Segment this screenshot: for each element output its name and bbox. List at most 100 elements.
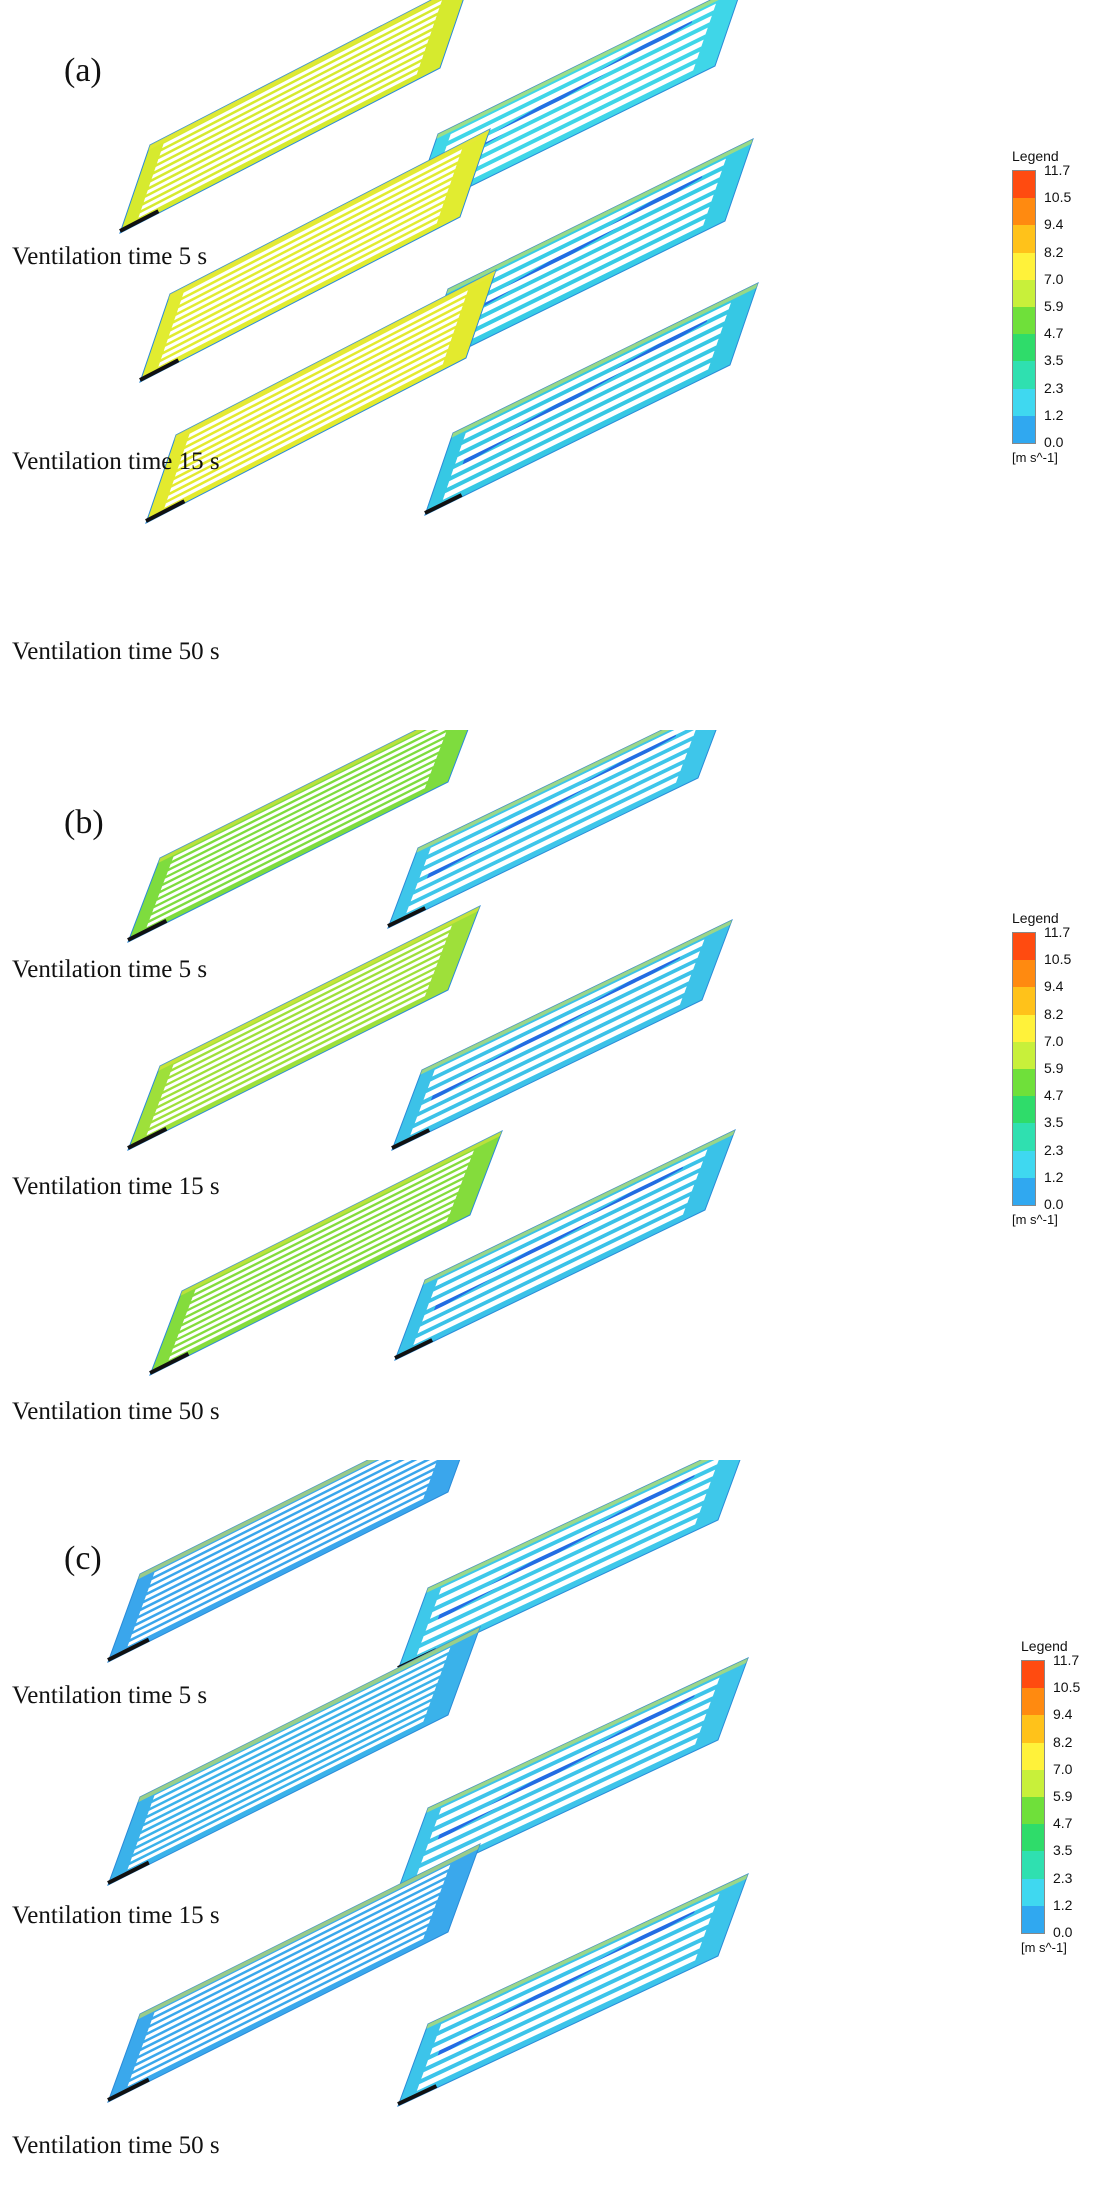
edge-high-velocity: [420, 920, 732, 1075]
channel-slot: [133, 1701, 431, 1854]
domain-left: [127, 904, 481, 1152]
channel-slot: [130, 1486, 428, 1639]
domain-left: [149, 1129, 503, 1377]
channel-slot: [459, 314, 727, 452]
edge-high-velocity: [426, 1874, 748, 2029]
legend-tick-label: 1.2: [1044, 1168, 1064, 1185]
edge-high-velocity: [174, 270, 496, 441]
legend-colorbar: [1012, 932, 1036, 1206]
channel-slot: [427, 63, 696, 201]
legend-color-band: [1013, 415, 1035, 443]
channel-slot: [150, 1655, 448, 1808]
legend-tick-label: 5.9: [1044, 298, 1064, 314]
channel-slot: [442, 362, 711, 500]
domain-left: [127, 730, 469, 944]
channel-slot: [136, 1911, 434, 2064]
channel-slot: [421, 1941, 702, 2079]
edge-high-velocity: [423, 1130, 735, 1285]
edge-high-velocity: [168, 129, 490, 300]
channel-slot: [193, 1150, 474, 1294]
time-label-a-50s: Ventilation time 50 s: [12, 638, 220, 665]
legend-tick-label: 10.5: [1044, 189, 1072, 206]
legend-tick-label: 8.2: [1053, 1733, 1073, 1750]
legend-tick-label: 9.4: [1044, 216, 1064, 233]
channel-slot: [448, 3, 716, 141]
channel-slot: [158, 218, 439, 367]
channel-slot: [157, 754, 438, 898]
legend-tick-label: 4.7: [1053, 1815, 1073, 1832]
domain-right: [397, 1657, 749, 1891]
channel-slot: [166, 195, 447, 344]
channel-slot: [171, 1209, 452, 1353]
channel-slot: [454, 170, 722, 308]
outlet-marker: [145, 499, 186, 523]
panel-b: (b) Ventilation time 5 s Ventilation tim…: [0, 730, 1097, 1460]
channel-slot: [455, 326, 723, 464]
channel-slot: [146, 46, 427, 195]
channel-slot: [149, 984, 430, 1128]
outlet-marker: [387, 906, 427, 928]
domain-left: [145, 268, 497, 525]
channel-slot: [410, 764, 683, 902]
channel-slot: [168, 1217, 449, 1361]
channel-slot: [171, 180, 452, 328]
domain-right: [397, 1460, 741, 1671]
channel-slot: [177, 321, 458, 469]
legend-color-band: [1013, 388, 1035, 416]
channel-slot: [434, 1905, 716, 2043]
channel-slot: [422, 1184, 695, 1322]
legend-color-band: [1022, 1796, 1044, 1825]
channel-slot: [152, 1647, 451, 1800]
time-label-c-15s: Ventilation time 15 s: [12, 1902, 220, 1929]
channel-slot: [182, 149, 462, 298]
channel-slot: [451, 338, 719, 476]
channel-slot: [130, 1709, 428, 1862]
legend-tick-label: 7.0: [1053, 1760, 1073, 1777]
channel-slot: [430, 1917, 711, 2055]
legend-tick-label: 11.7: [1044, 162, 1071, 178]
outlet-marker: [394, 1338, 434, 1360]
legend-tick-label: 4.7: [1044, 325, 1064, 342]
legend-color-band: [1022, 1688, 1044, 1716]
channel-slot: [127, 1934, 425, 2087]
legend-title: Legend: [1012, 148, 1059, 164]
channel-slot: [166, 940, 447, 1084]
channel-slot: [163, 203, 444, 352]
legend-tick-label: 0.0: [1053, 1924, 1073, 1940]
legend-title: Legend: [1021, 1638, 1068, 1654]
legend-color-band: [1013, 279, 1035, 307]
channel-slot: [169, 344, 450, 493]
channel-slot: [164, 359, 445, 508]
channel-slot: [185, 297, 466, 446]
legend-tick-label: 3.5: [1053, 1842, 1073, 1859]
time-label-a-15s: Ventilation time 15 s: [12, 448, 220, 475]
channel-slot: [438, 1893, 720, 2031]
domain-right: [397, 1873, 749, 2107]
edge-high-velocity: [451, 283, 758, 438]
legend-tick-label: 4.7: [1044, 1087, 1064, 1104]
outlet-marker: [139, 358, 180, 382]
legend-color-band: [1013, 171, 1035, 199]
panel-label-c: (c): [64, 1540, 102, 1577]
domain-right: [391, 919, 733, 1151]
legend-color-band: [1022, 1878, 1044, 1906]
panel-a-domains: [119, 0, 759, 525]
legend-tick-label: 5.9: [1044, 1060, 1064, 1076]
outlet-marker: [107, 1860, 150, 1885]
legend-title: Legend: [1012, 910, 1059, 926]
legend-color-band: [1013, 960, 1035, 988]
channel-slot: [168, 187, 449, 336]
channel-slot: [463, 302, 731, 440]
channel-slot: [138, 69, 419, 218]
channel-slot: [423, 730, 696, 867]
legend-tick-label: 0.0: [1044, 434, 1064, 450]
legend-color-band: [1013, 987, 1035, 1015]
domain-left: [107, 1625, 481, 1887]
domain-right: [394, 1129, 736, 1361]
channel-slot: [174, 1202, 455, 1346]
channel-slot: [430, 1161, 703, 1299]
domain-right: [387, 730, 717, 929]
outlet-marker: [127, 1127, 168, 1150]
legend-color-band: [1013, 334, 1035, 362]
channel-slot: [437, 218, 706, 356]
